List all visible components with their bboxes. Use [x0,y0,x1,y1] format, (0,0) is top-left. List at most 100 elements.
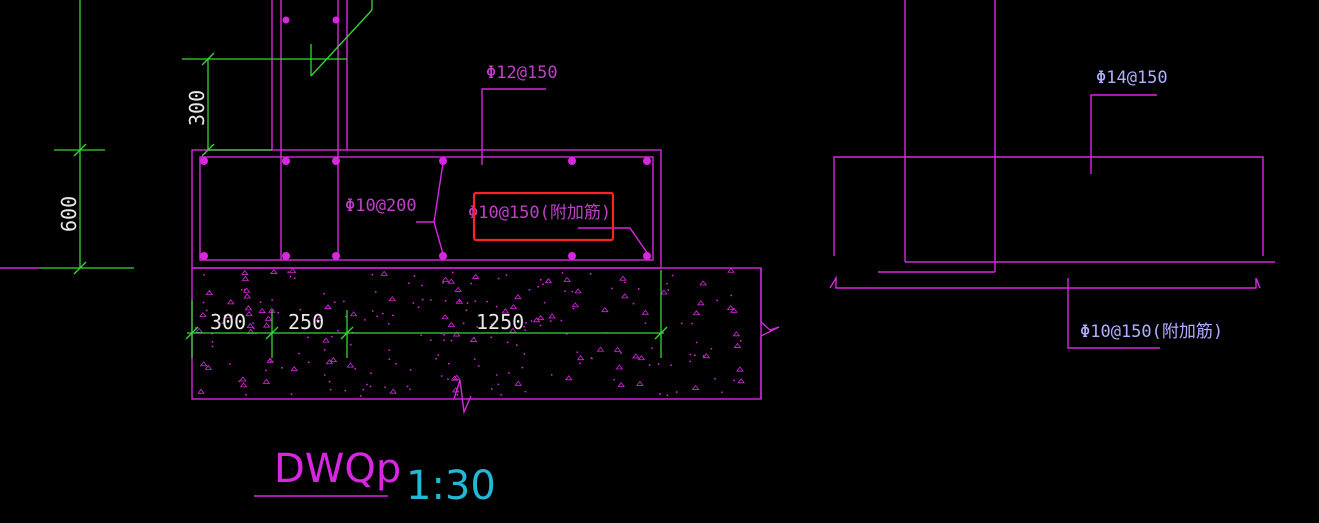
gravel-speck [699,280,707,286]
gravel-speck [471,273,480,279]
gravel-speck [632,353,640,359]
gravel-speck [564,290,566,293]
gravel-speck [537,285,540,288]
gravel-speck [589,272,592,275]
dim-label-wall-extension: 300 [185,90,209,126]
label-top-bar: Φ12@150 [486,63,558,83]
gravel-speck [458,300,461,303]
gravel-speck [388,296,397,302]
gravel-speck [714,377,716,380]
gravel-speck [730,307,738,313]
gravel-speck [560,319,563,322]
gravel-speck [490,336,493,339]
gravel-speck [266,357,275,363]
gravel-speck [632,302,635,305]
gravel-speck [689,353,692,356]
dim-label-slab-depth: 600 [57,196,81,232]
gravel-speck [288,267,297,273]
dim-slab-depth [40,0,134,275]
gravel-speck [199,311,207,318]
gravel-speck [359,394,362,397]
gravel-speck [315,316,324,322]
dim-bottom-chain [185,270,668,358]
gravel-speck [563,276,571,282]
dim-label-seg-1: 300 [210,310,246,334]
gravel-speck [469,336,478,342]
gravel-speck [680,322,683,325]
gravel-speck [453,374,461,380]
gravel-speck [252,322,254,325]
highlight-box [472,191,615,242]
gravel-speck [370,372,372,375]
gravel-speck [447,278,456,284]
gravel-speck [381,312,384,315]
gravel-speck [576,351,579,354]
gravel-speck [290,393,293,396]
gravel-speck [620,293,629,299]
gravel-speck [298,352,300,355]
gravel-speck [727,267,735,273]
gravel-speck [455,298,464,304]
gravel-speck [203,273,205,276]
gravel-speck [470,282,473,285]
gravel-speck [543,301,546,304]
gravel-speck [264,315,273,321]
gravel-speck [465,309,468,312]
gravel-speck [392,314,394,317]
right-section [829,0,1275,349]
gravel-speck [270,268,278,274]
gravel-speck [730,294,733,297]
gravel-speck [572,307,575,310]
gravel-speck [371,273,374,276]
label-added-bar: Φ10@150(附加筋) [468,203,611,223]
gravel-speck [262,378,271,384]
gravel-speck [450,375,459,381]
gravel-speck [369,385,372,388]
gravel-speck [202,301,205,304]
gravel-speck [205,289,213,296]
gravel-speck [363,318,366,321]
gravel-speck [331,335,333,338]
gravel-speck [388,358,391,361]
gravel-speck [521,366,524,369]
gravel-speck [429,339,432,342]
gravel-speck [452,331,461,337]
dim-label-seg-3: 1250 [476,310,524,334]
gravel-speck [666,394,669,397]
gravel-speck [596,346,605,352]
leader-lines [416,88,649,255]
gravel-speck [420,284,423,287]
gravel-speck [349,311,358,317]
gravel-speck [441,314,449,320]
gravel-speck [333,301,336,304]
gravel-speck [239,376,247,382]
gravel-speck [667,289,670,291]
gravel-speck [514,294,522,300]
gravel-speck [536,314,545,321]
gravel-speck [561,272,564,274]
gravel-speck [490,323,493,326]
gravel-speck [374,290,377,293]
gravel-speck [226,299,235,305]
gravel-speck [637,288,640,290]
gravel-speck [337,329,339,332]
gravel-speck [514,380,523,386]
gravel-speck [447,378,449,381]
gravel-speck [641,309,650,315]
gravel-speck [271,298,274,301]
gravel-speck [329,356,338,362]
gravel-speck [240,288,243,291]
gravel-speck [590,357,593,359]
gravel-speck [412,302,415,304]
gravel-speck [389,388,398,394]
gravel-speck [344,389,347,392]
gravel-speck [495,374,498,376]
gravel-speck [497,383,500,386]
drawing-title: DWQp [274,446,401,492]
gravel-speck [290,366,299,372]
gravel-speck [407,282,410,285]
gravel-speck [454,286,462,292]
gravel-speck [737,378,745,384]
gravel-speck [466,302,469,304]
gravel-speck [579,362,582,365]
